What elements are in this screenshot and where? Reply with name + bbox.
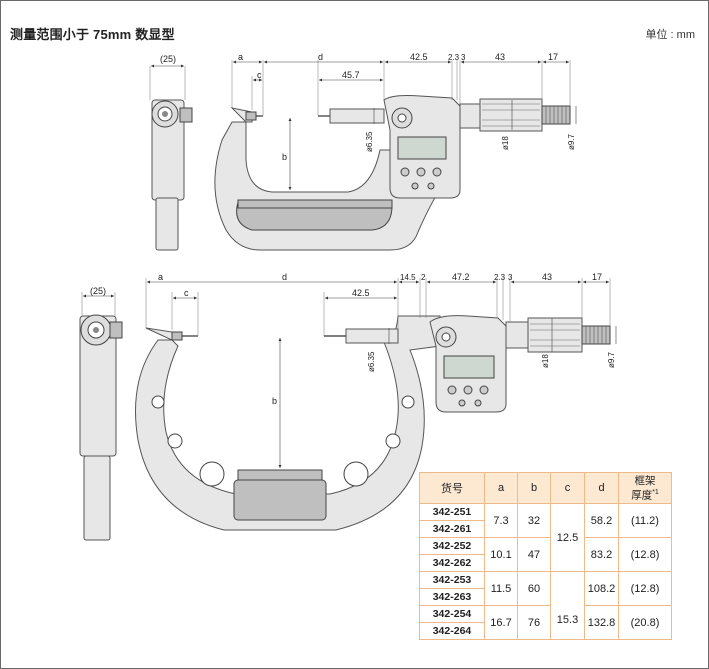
top-dim-17: 17 <box>548 52 558 62</box>
table-row: 342-254 16.7 76 132.8 (20.8) <box>419 605 672 640</box>
bottom-dim-3: 3 <box>508 273 513 282</box>
cell-c-value: 15.3 <box>556 614 579 626</box>
header-c: c <box>550 472 585 504</box>
table-row: 342-253 11.5 60 15.3 108.2 (12.8) <box>419 571 672 640</box>
bottom-dim-phi-6-35: ø6.35 <box>367 351 376 372</box>
header-model: 货号 <box>419 472 485 504</box>
cell-d: 58.2 <box>584 503 619 538</box>
model-cell: 342-261 <box>419 520 485 538</box>
cell-b: 32 <box>517 503 551 538</box>
top-dim-42-5: 42.5 <box>410 52 428 62</box>
top-dim-a: a <box>238 52 243 62</box>
top-dim-phi-9-7: ø9.7 <box>567 133 576 150</box>
cell-d: 132.8 <box>584 605 619 640</box>
header-b: b <box>517 472 551 504</box>
model-cell: 342-262 <box>419 554 485 572</box>
cell-a: 16.7 <box>484 605 518 640</box>
header-d: d <box>584 472 619 504</box>
bottom-dim-a: a <box>158 272 163 282</box>
header-thickness-line1: 框架 <box>634 474 656 487</box>
table-row: 342-263 <box>419 588 672 606</box>
cell-thickness: (12.8) <box>618 537 672 572</box>
top-side-width-label: (25) <box>160 54 176 64</box>
bottom-dim-14-5: 14.5 <box>400 273 416 282</box>
header-a: a <box>484 472 518 504</box>
model-cell: 342-252 <box>419 537 485 555</box>
cell-c: 12.5 <box>550 503 585 572</box>
bottom-front-view: a c d 42.5 14.5 2 47.2 2.3 3 43 17 b ø6.… <box>135 272 617 531</box>
model-cell: 342-264 <box>419 622 485 640</box>
unit-label: 单位 : mm <box>645 29 696 41</box>
cell-a: 10.1 <box>484 537 518 572</box>
bottom-dim-phi-9-7: ø9.7 <box>607 351 616 368</box>
table-row: 342-251 7.3 32 12.5 58.2 (11.2) <box>419 503 672 572</box>
cell-b: 60 <box>517 571 551 606</box>
bottom-dim-47-2: 47.2 <box>452 272 470 282</box>
cell-d: 108.2 <box>584 571 619 606</box>
bottom-dim-43: 43 <box>542 272 552 282</box>
bottom-side-view: (25) <box>79 286 123 541</box>
cell-thickness: (11.2) <box>618 503 672 538</box>
cell-thickness: (20.8) <box>618 605 672 640</box>
top-dim-b: b <box>282 152 287 162</box>
bottom-dim-42-5: 42.5 <box>352 288 370 298</box>
bottom-side-width-label: (25) <box>90 286 106 296</box>
table-row: 342-264 <box>419 622 672 640</box>
table-row: 342-262 <box>419 554 672 572</box>
top-dim-d: d <box>318 52 323 62</box>
model-cell: 342-251 <box>419 503 485 521</box>
top-dim-2-3: 2.3 <box>448 53 460 62</box>
cell-a: 7.3 <box>484 503 518 538</box>
top-side-view: (25) <box>149 54 193 251</box>
top-front-view: a c d 45.7 42.5 2.3 3 43 17 b ø6.35 ø18 … <box>214 52 577 251</box>
cell-c: 15.3 <box>550 571 585 640</box>
cell-b: 76 <box>517 605 551 640</box>
top-dim-45-7: 45.7 <box>342 70 360 80</box>
spec-table: 货号 a b c d 框架 厚度*1 342-251 7.3 32 12.5 5… <box>419 472 672 640</box>
page-title: 测量范围小于 75mm 数显型 <box>10 27 175 42</box>
top-dim-3: 3 <box>461 53 466 62</box>
cell-thickness: (12.8) <box>618 571 672 606</box>
top-dim-c: c <box>257 70 262 80</box>
bottom-dim-d: d <box>282 272 287 282</box>
cell-d: 83.2 <box>584 537 619 572</box>
bottom-dim-c: c <box>184 288 189 298</box>
model-cell: 342-253 <box>419 571 485 589</box>
table-header-row: 货号 a b c d 框架 厚度*1 <box>419 472 672 504</box>
bottom-dim-17: 17 <box>592 272 602 282</box>
header-thickness-line2: 厚度*1 <box>631 488 659 502</box>
cell-a: 11.5 <box>484 571 518 606</box>
table-row: 342-252 10.1 47 83.2 (12.8) <box>419 537 672 572</box>
bottom-dim-phi-18: ø18 <box>541 354 550 368</box>
cell-b: 47 <box>517 537 551 572</box>
header-thickness: 框架 厚度*1 <box>618 472 672 504</box>
model-cell: 342-263 <box>419 588 485 606</box>
top-dim-phi-18: ø18 <box>501 136 510 150</box>
top-dim-phi-6-35: ø6.35 <box>365 131 374 152</box>
bottom-dim-b: b <box>272 396 277 406</box>
top-dim-43: 43 <box>495 52 505 62</box>
bottom-dim-2: 2 <box>421 273 426 282</box>
model-cell: 342-254 <box>419 605 485 623</box>
bottom-dim-2-3: 2.3 <box>494 273 506 282</box>
